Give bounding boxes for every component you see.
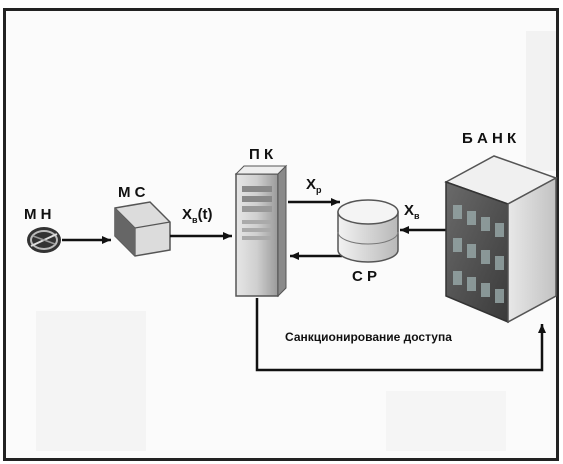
node-label-ms: М С [118,184,146,201]
edge-access-authorization [255,298,546,372]
node-label-sr: С Р [352,268,378,285]
background-tower [526,31,556,171]
edge-label-bank-sr-sub: в [414,211,420,221]
background-block [36,311,146,451]
edge-label-access: Санкционирование доступа [285,330,452,344]
edge-label-ms-pk-sub: в [192,215,198,225]
edge-label-bank-sr-main: X [404,202,415,219]
edge-label-ms-pk-tail: (t) [197,206,213,223]
background-block-2 [386,391,506,451]
edge-label-pk-sr: Xр [306,176,322,195]
modem-icon [114,201,171,257]
edge-label-pk-sr-sub: р [316,185,322,195]
network-icon [27,227,61,253]
database-icon [337,199,399,263]
edge-label-bank-sr: Xв [404,202,420,221]
edge-label-ms-pk-main: X [182,206,193,223]
node-label-pk: П К [249,146,274,163]
bank-building-icon [444,155,558,324]
edge-label-ms-pk: Xв(t) [182,206,213,225]
edge-label-pk-sr-main: X [306,176,317,193]
node-label-mn: М Н [24,206,52,223]
server-icon [234,164,288,298]
node-label-bank: Б А Н К [462,130,517,147]
